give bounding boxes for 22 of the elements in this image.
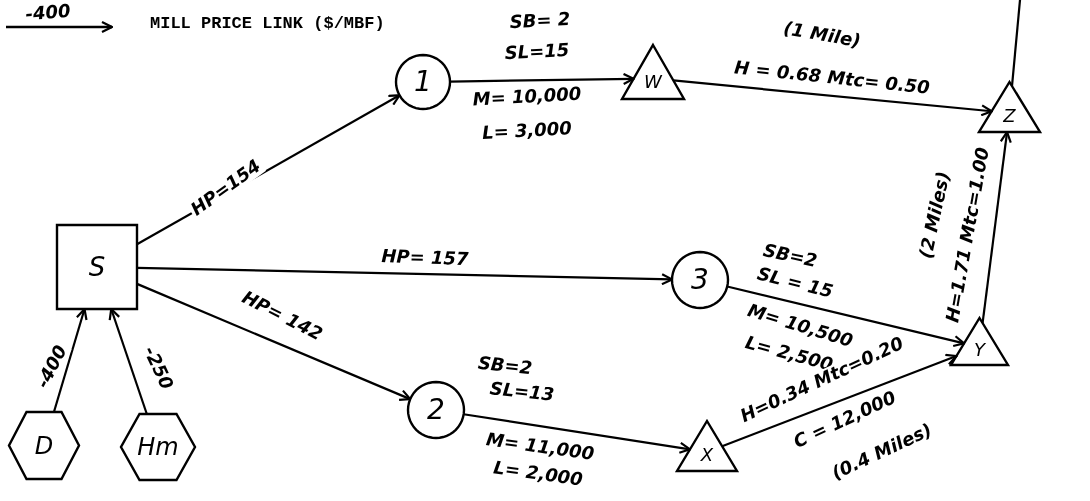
arrow [673, 79, 993, 117]
arrow [726, 285, 966, 348]
node-label: 1 [414, 68, 432, 96]
node-label: S [88, 254, 106, 280]
arrow [136, 282, 412, 401]
legend-text: MILL PRICE LINK ($/MBF) [150, 14, 385, 33]
arrow [449, 72, 635, 86]
arrow [981, 130, 1012, 324]
node-label: Hm [137, 435, 179, 459]
arrow [463, 413, 692, 454]
node-label: W [644, 72, 662, 91]
arrow [136, 266, 674, 286]
node-label: X [700, 446, 714, 464]
arrow [52, 307, 88, 413]
arrow [108, 307, 148, 415]
node-label: Y [974, 340, 985, 359]
node-label: D [34, 433, 54, 458]
arrow [721, 353, 958, 448]
connector-line [1010, 0, 1022, 87]
node-label: Z [1003, 107, 1016, 125]
node-label: 2 [427, 396, 445, 424]
node-label: 3 [691, 266, 709, 294]
